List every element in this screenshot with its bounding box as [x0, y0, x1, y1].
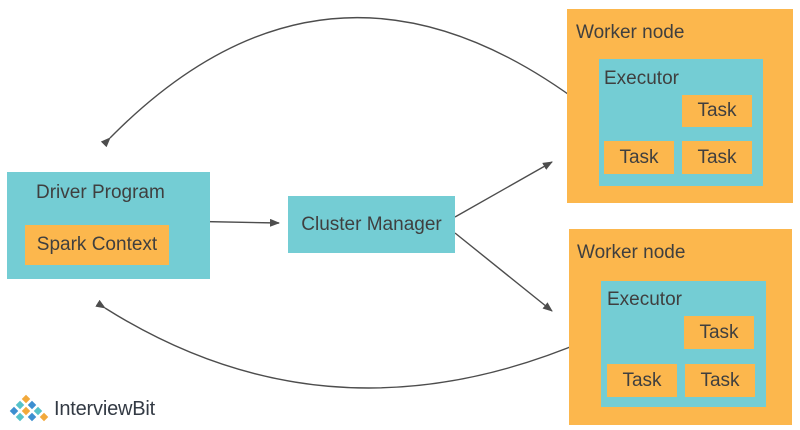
interviewbit-logo: InterviewBit [6, 394, 155, 424]
arrow-driver-worker2 [95, 299, 588, 389]
worker-node-2: Worker node Executor Task Task Task [569, 229, 792, 425]
task-1-2: Task [604, 141, 674, 174]
task-1-1: Task [682, 95, 752, 127]
arrow-driver-worker1 [100, 17, 584, 148]
executor-1-title: Executor [604, 68, 679, 89]
driver-program-box: Driver Program Spark Context [7, 172, 210, 279]
task-1-3: Task [682, 141, 752, 174]
task-2-3: Task [685, 364, 755, 397]
executor-1-box: Executor Task Task Task [599, 59, 763, 186]
cluster-manager-box: Cluster Manager [288, 196, 455, 253]
spark-context-box: Spark Context [25, 225, 169, 265]
worker-node-1-title: Worker node [576, 22, 685, 43]
task-2-2: Task [607, 364, 677, 397]
arrow-cluster-worker2 [454, 232, 553, 312]
interviewbit-logo-icon [9, 394, 49, 422]
driver-program-title: Driver Program [36, 182, 165, 203]
worker-node-2-title: Worker node [577, 242, 686, 263]
worker-node-1: Worker node Executor Task Task Task [567, 9, 793, 203]
executor-2-title: Executor [607, 289, 682, 310]
arrow-cluster-worker1 [454, 161, 553, 218]
task-2-1: Task [684, 316, 754, 349]
interviewbit-logo-text: InterviewBit [54, 397, 155, 420]
executor-2-box: Executor Task Task Task [601, 281, 766, 407]
